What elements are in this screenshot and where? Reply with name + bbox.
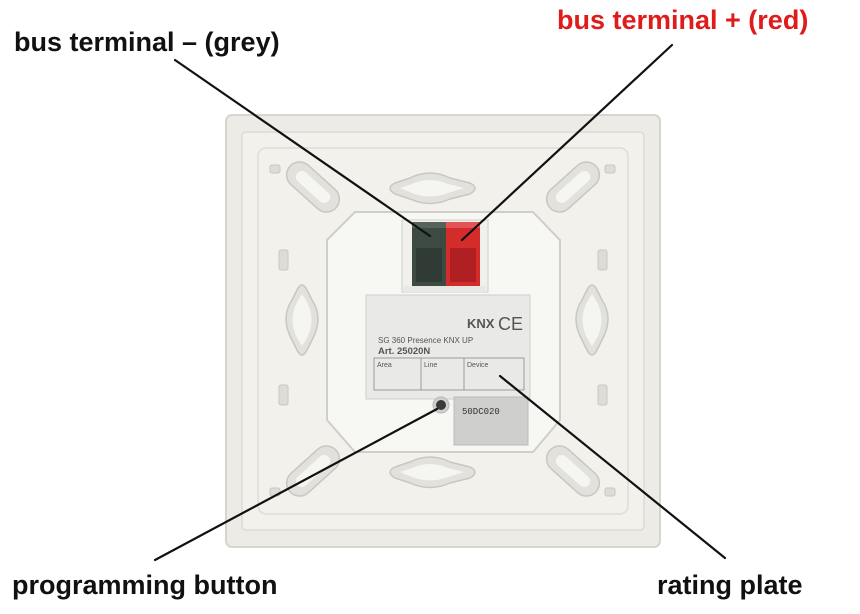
serial-sticker: 50DC020 <box>453 396 529 446</box>
frame-notches <box>269 164 616 497</box>
inner-frame-ridge <box>257 147 629 515</box>
mount-slot-top <box>389 172 476 205</box>
callout-leader-lines <box>153 43 727 562</box>
label-rating-plate: rating plate <box>657 570 803 600</box>
leader-rating-plate <box>498 374 727 560</box>
address-fields-box <box>373 357 525 391</box>
ce-mark: CE <box>498 314 523 334</box>
leader-programming-button <box>153 407 439 562</box>
field-area: Area <box>377 362 392 369</box>
knx-logo: KNX <box>467 316 495 331</box>
product-name: SG 360 Presence KNX UP <box>378 336 473 345</box>
label-bus-terminal-minus: bus terminal – (grey) <box>14 27 280 57</box>
label-bus-terminal-plus: bus terminal + (red) <box>557 5 809 35</box>
leader-bus-terminal-plus <box>460 43 674 242</box>
article-number: Art. 25020N <box>378 346 430 357</box>
mount-slot-right <box>575 284 609 356</box>
bus-terminal-block <box>401 219 489 293</box>
mount-slot-top-left <box>285 161 341 213</box>
mount-slot-top-right <box>545 161 601 213</box>
rating-plate: KNX CE SG 360 Presence KNX UP Art. 25020… <box>365 294 531 400</box>
field-device: Device <box>467 362 489 369</box>
label-programming-button: programming button <box>12 570 278 600</box>
serial-code: 50DC020 <box>462 407 500 417</box>
field-line: Line <box>424 362 437 369</box>
mount-slot-bottom <box>389 456 476 489</box>
mount-slot-bottom-right <box>545 445 601 497</box>
mount-slot-left <box>285 284 319 356</box>
leader-bus-terminal-minus <box>173 58 432 238</box>
